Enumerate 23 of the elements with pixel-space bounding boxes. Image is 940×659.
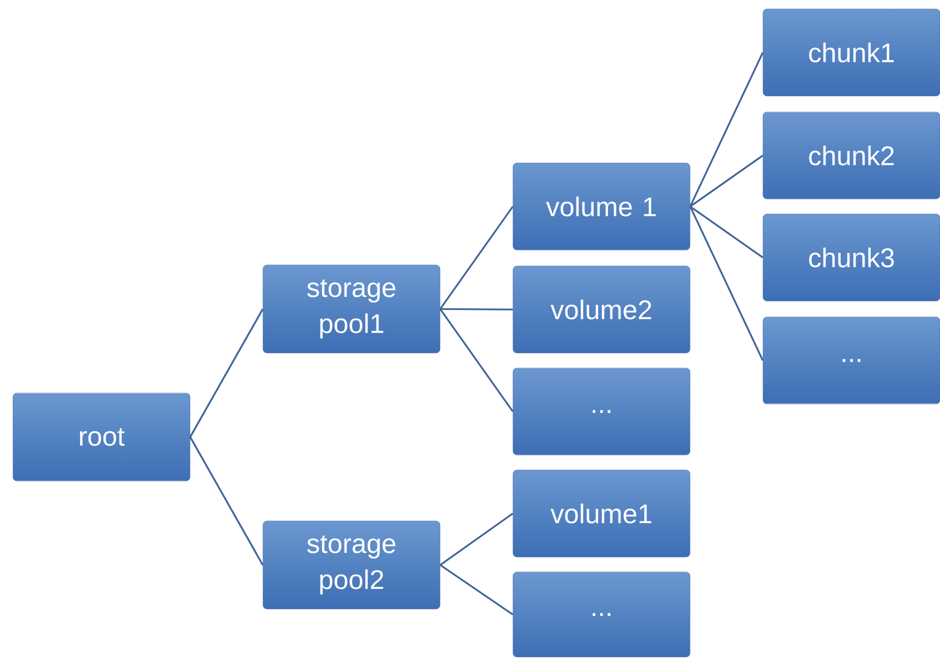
connector-line [189, 308, 264, 438]
connector-line [189, 436, 264, 566]
connector-line [690, 206, 764, 258]
process-box: volume 1 [512, 162, 690, 250]
process-box: ... [762, 316, 940, 404]
process-box: storage pool2 [262, 520, 440, 610]
connector-line [440, 512, 514, 566]
process-box: volume2 [512, 266, 690, 354]
connector-line [440, 308, 513, 310]
process-box: root [12, 392, 190, 482]
process-box: ... [512, 572, 690, 658]
connector-line [690, 154, 764, 208]
process-box: chunk2 [762, 112, 940, 200]
process-box: chunk1 [762, 8, 940, 96]
connector-line [439, 308, 514, 412]
connector-line [440, 564, 514, 616]
process-box: volume1 [512, 470, 690, 558]
process-box: chunk3 [762, 214, 940, 302]
process-box: ... [512, 368, 690, 456]
process-box: storage pool1 [262, 264, 440, 354]
connector-line [689, 206, 764, 361]
connector-line [689, 52, 764, 207]
connector-line [439, 206, 514, 310]
